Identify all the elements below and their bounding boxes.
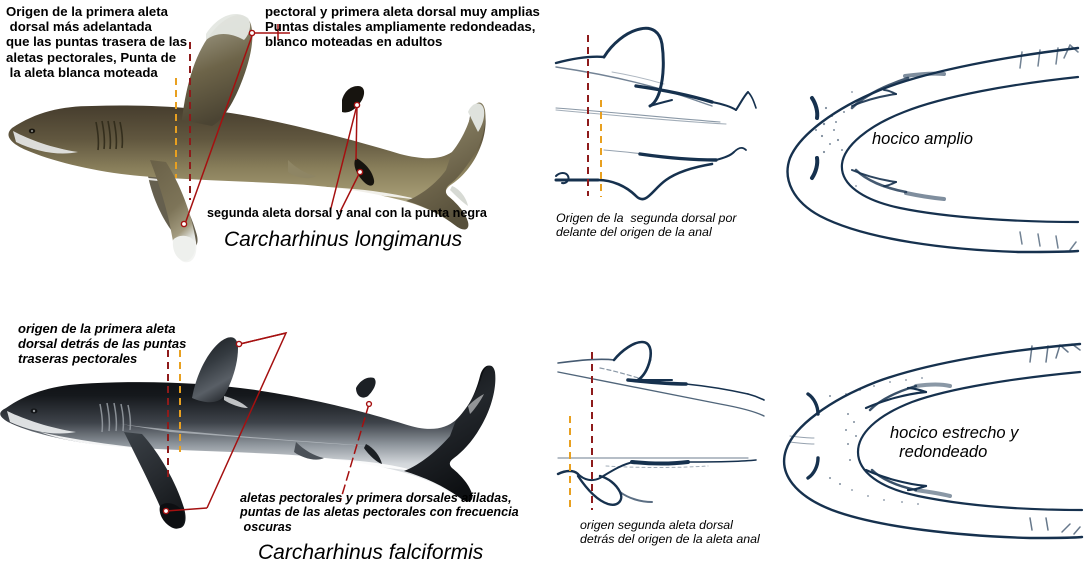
top-annotation-left: Origen de la primera aleta dorsal más ad… (6, 4, 188, 80)
second-dorsal-fin (356, 377, 376, 398)
caudal-notch (468, 394, 484, 414)
bottom-middle-caption: origen segunda aleta dorsal detrás del o… (580, 518, 760, 547)
pelvic-fin (294, 442, 324, 460)
top-snout-label: hocico amplio (872, 130, 973, 148)
first-dorsal-fin (192, 337, 238, 403)
second-dorsal-fin (342, 86, 365, 113)
bottom-line-drawing (556, 340, 765, 506)
top-species-name: Carcharhinus longimanus (224, 228, 463, 251)
caudal-fin (404, 365, 496, 502)
bottom-snout-label: hocico estrecho y redondeado (890, 424, 1019, 461)
caudal-lower-white-tip (450, 186, 468, 206)
anal-fin (364, 444, 382, 464)
flank-stripe (40, 432, 420, 472)
mouth-line (7, 411, 76, 434)
top-line-drawing (554, 26, 757, 201)
bottom-annotation-left: origen de la primera aleta dorsal detrás… (18, 321, 187, 366)
gill-slits (95, 120, 124, 151)
gill-slits (99, 402, 132, 433)
leader-lines-bottom (162, 331, 373, 515)
mouth-line (13, 131, 78, 154)
first-dorsal-fin (182, 15, 253, 127)
first-dorsal-white-tip (206, 13, 251, 40)
leader-lines-top (180, 24, 364, 228)
bottom-annotation-below: aletas pectorales y primera dorsales afi… (240, 491, 519, 534)
first-dorsal-free-rear-tip (224, 396, 248, 408)
top-annotation-below: segunda aleta dorsal y anal con la punta… (207, 206, 487, 220)
bottom-snout-outline (783, 342, 1084, 540)
pelvic-fin (288, 160, 316, 179)
top-snout-outline (786, 44, 1080, 254)
caudal-upper-white-tip (468, 103, 485, 132)
top-annotation-right: pectoral y primera aleta dorsal muy ampl… (265, 4, 540, 50)
caudal-fin (406, 102, 486, 230)
shark-body (8, 104, 486, 230)
belly-sheen (40, 158, 420, 200)
pectoral-white-tip (172, 235, 196, 262)
bottom-species-name: Carcharhinus falciformis (258, 541, 484, 564)
shark-body (0, 365, 495, 502)
top-middle-caption: Origen de la segunda dorsal por delante … (556, 211, 737, 240)
anal-fin (354, 158, 375, 186)
